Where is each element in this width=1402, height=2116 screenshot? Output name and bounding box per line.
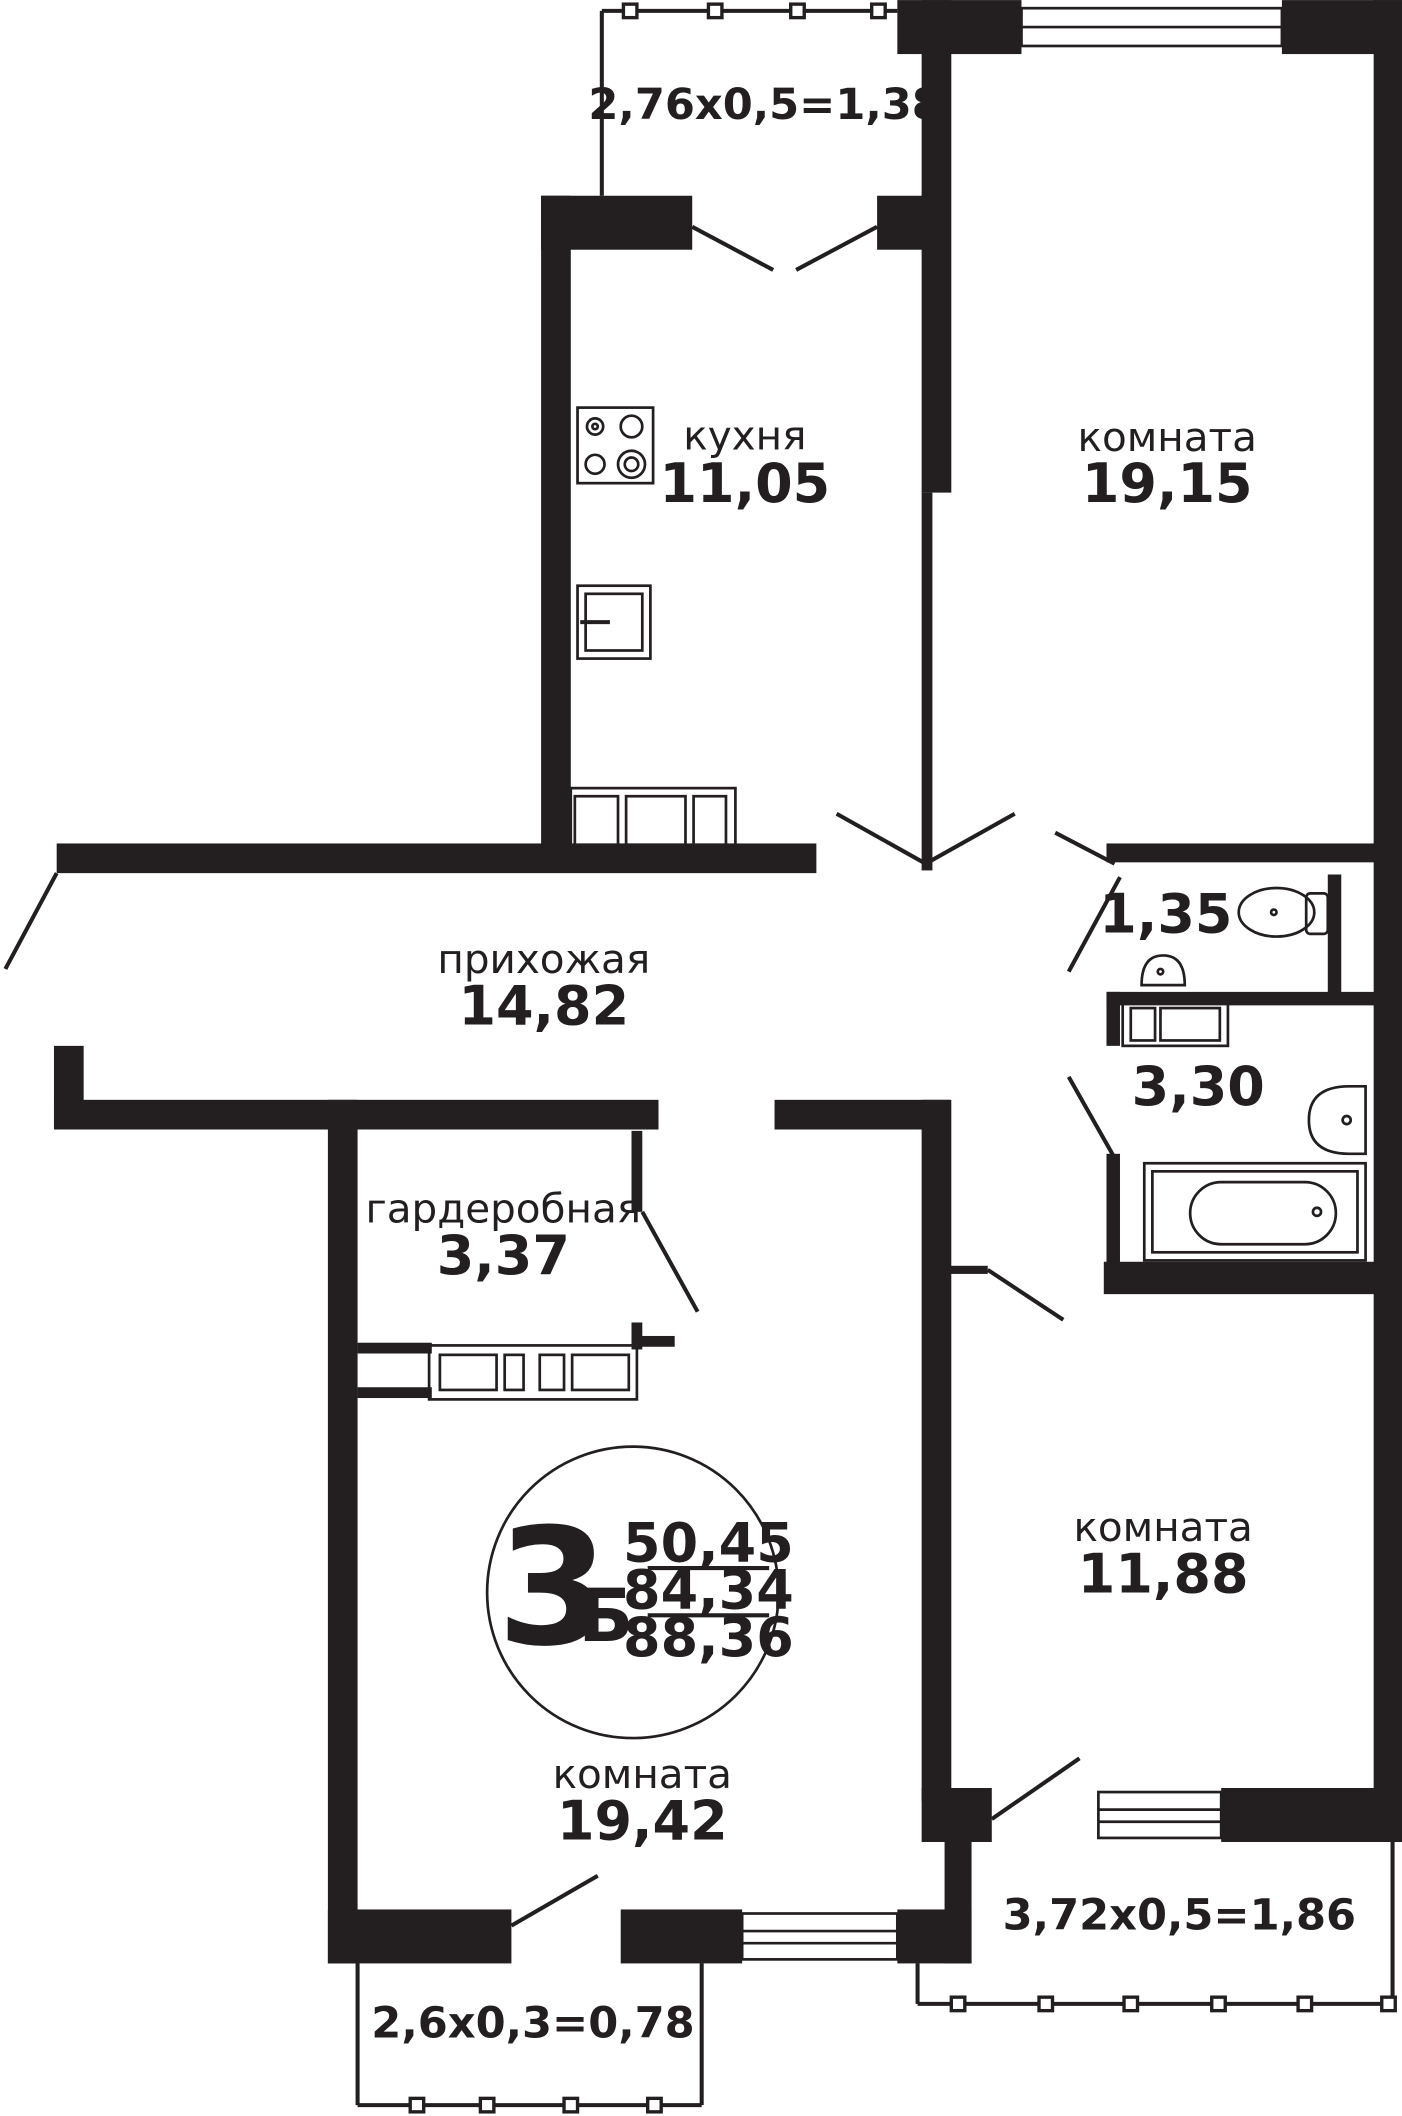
room-left-name: комната [553, 1750, 732, 1798]
thin-lines [3, 6, 1395, 2108]
wardrobe-cabinet [427, 1344, 639, 1401]
walls [53, 0, 1402, 1964]
badge-total-area: 84,34 [623, 1559, 794, 1622]
room-right-area: 11,88 [1078, 1542, 1249, 1605]
bath-area: 3,30 [1132, 1055, 1265, 1118]
stove-icon [576, 406, 655, 485]
balcony-bottom-right-label: 3,72х0,5=1,86 [1003, 1891, 1356, 1941]
kitchen-area: 11,05 [659, 452, 830, 515]
balcony-railings [408, 2, 1397, 2114]
room-top-area: 19,15 [1082, 452, 1253, 515]
washing-machine-icon [1121, 1001, 1230, 1048]
badge-rooms: 3 [497, 1495, 610, 1683]
apartment-badge: 3 Б 50,45 84,34 88,36 [485, 1445, 794, 1740]
kitchen-cabinet [569, 786, 737, 847]
toilet-icon [1237, 886, 1330, 938]
badge-type: Б [578, 1574, 634, 1659]
room-top-name: комната [1078, 413, 1257, 461]
room-left-area: 19,42 [557, 1789, 728, 1852]
wardrobe-area: 3,37 [437, 1224, 570, 1287]
badge-full-area: 88,36 [623, 1606, 794, 1669]
washbasin-icon [1140, 954, 1187, 987]
kitchen-sink-icon [576, 584, 652, 660]
toilet-area: 1,35 [1099, 883, 1232, 946]
bathtub-icon [1142, 1161, 1367, 1262]
wardrobe-name: гардеробная [365, 1185, 641, 1233]
bath-washbasin-icon [1307, 1084, 1367, 1156]
balcony-bottom-left-label: 2,6х0,3=0,78 [371, 1999, 694, 2049]
balcony-top-label: 2,76х0,5=1,38 [588, 80, 941, 130]
hallway-name: прихожая [437, 935, 650, 983]
room-right-name: комната [1073, 1503, 1252, 1551]
kitchen-name: кухня [683, 411, 806, 459]
hallway-area: 14,82 [458, 974, 629, 1037]
badge-living-area: 50,45 [623, 1511, 794, 1574]
